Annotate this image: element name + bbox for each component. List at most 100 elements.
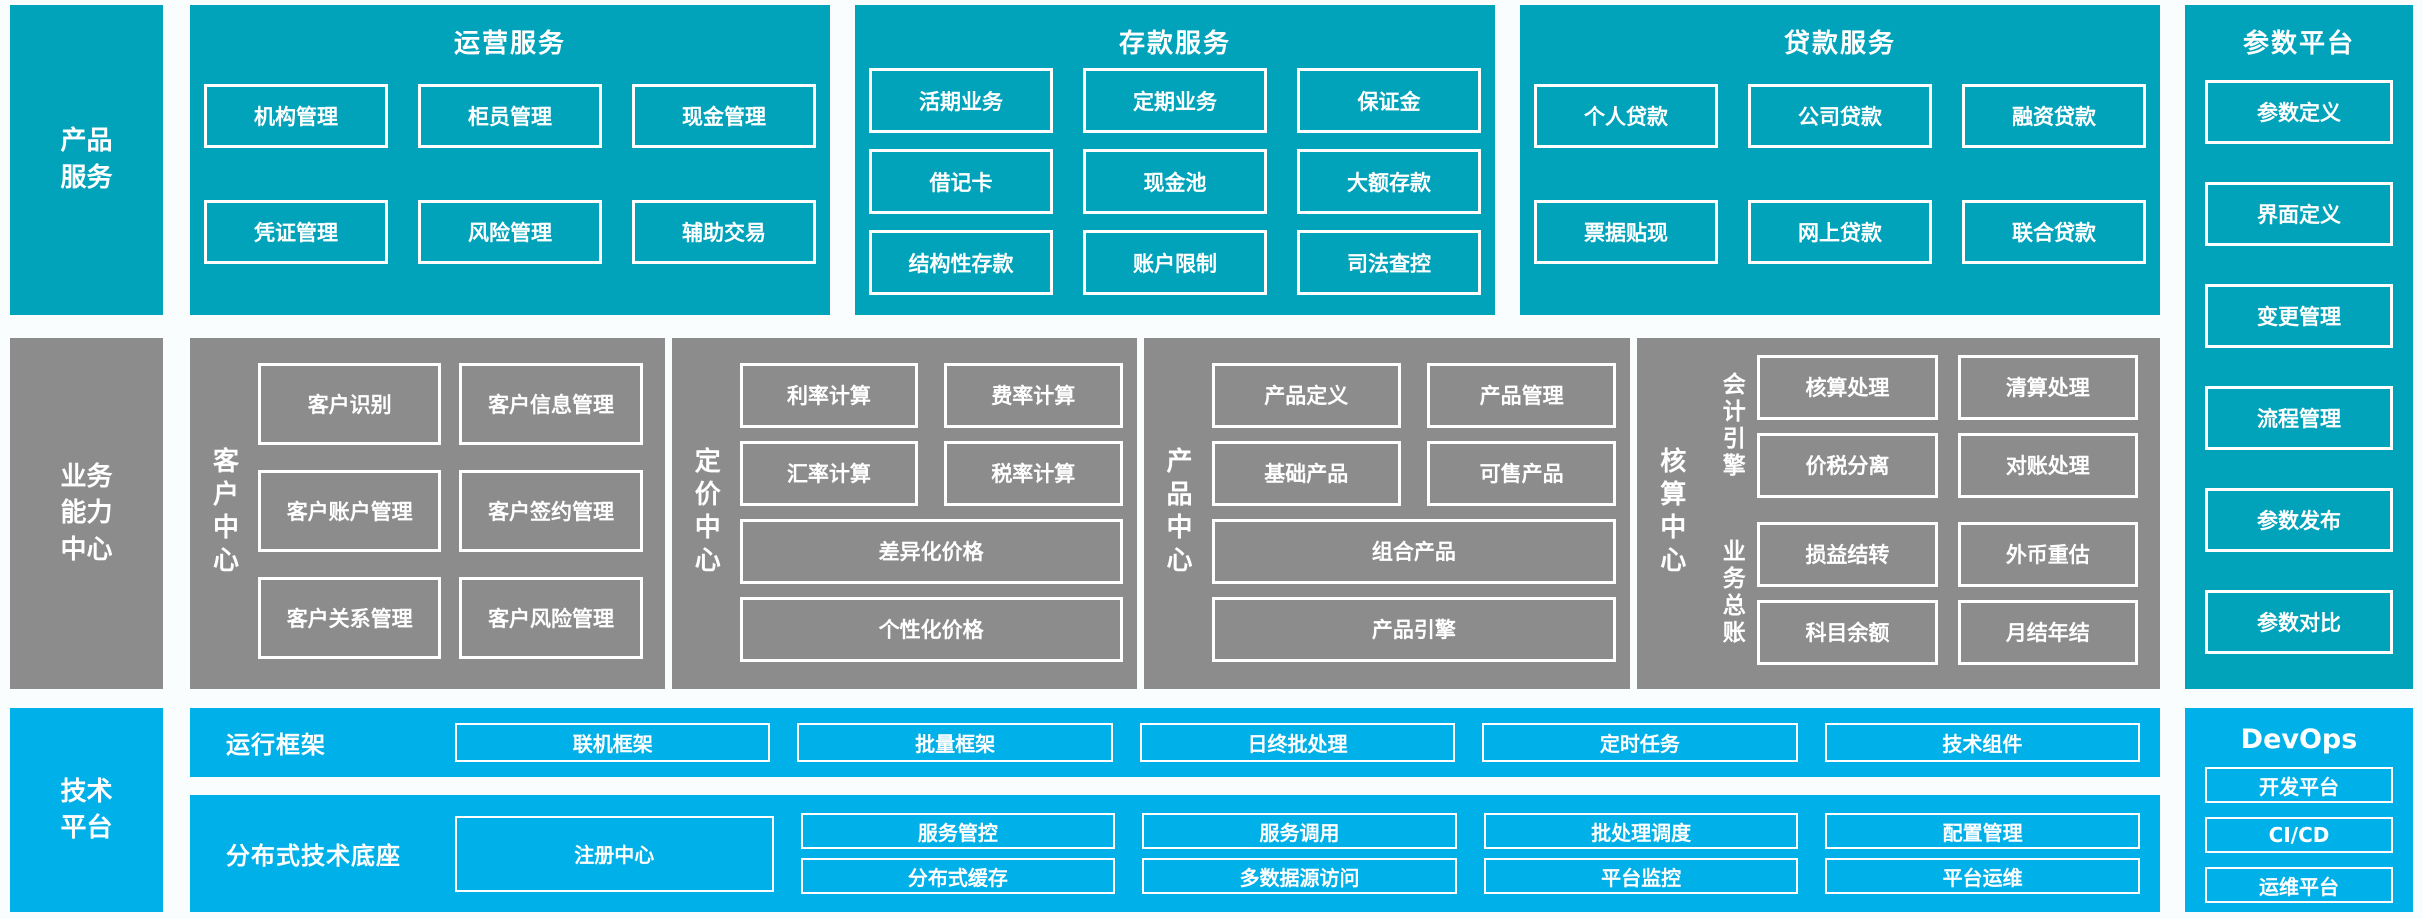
service-box: 定期业务 xyxy=(1083,68,1267,133)
service-box: 风险管理 xyxy=(418,200,602,264)
capability-box: 价税分离 xyxy=(1757,432,1938,498)
service-box: 账户限制 xyxy=(1083,230,1267,295)
business-ledger-grid: 损益结转 外币重估 科目余额 月结年结 xyxy=(1757,521,2138,665)
tech-box: 服务调用 xyxy=(1142,813,1457,849)
customer-center-grid: 客户识别 客户信息管理 客户账户管理 客户签约管理 客户关系管理 客户风险管理 xyxy=(258,338,665,689)
param-box: 参数对比 xyxy=(2205,590,2393,654)
param-box: 界面定义 xyxy=(2205,182,2393,246)
param-box: 流程管理 xyxy=(2205,386,2393,450)
service-box: 结构性存款 xyxy=(869,230,1053,295)
parameter-platform-panel: 参数平台 参数定义 界面定义 变更管理 流程管理 参数发布 参数对比 xyxy=(2185,5,2413,690)
service-box: 个人贷款 xyxy=(1534,84,1718,148)
devops-box: CI/CD xyxy=(2205,817,2393,854)
accounting-engine-grid: 核算处理 清算处理 价税分离 对账处理 xyxy=(1757,354,2138,498)
service-box: 现金池 xyxy=(1083,149,1267,214)
capability-box: 客户信息管理 xyxy=(459,362,643,445)
devops-title: DevOps xyxy=(2240,724,2358,756)
capability-box: 月结年结 xyxy=(1957,599,2138,665)
devops-boxes: 开发平台 CI/CD 运维平台 xyxy=(2205,767,2393,904)
capability-box: 客户账户管理 xyxy=(258,469,442,552)
distributed-base-boxes: 注册中心 服务管控 分布式缓存 服务调用 多数据源访问 批处理调度 平台监控 xyxy=(455,813,2140,894)
service-box: 公司贷款 xyxy=(1748,84,1932,148)
capability-box-wide: 个性化价格 xyxy=(739,596,1123,662)
registry-center-box: 注册中心 xyxy=(455,815,774,892)
tech-box: 联机框架 xyxy=(455,723,771,762)
service-box: 保证金 xyxy=(1297,68,1481,133)
capability-box: 核算处理 xyxy=(1757,354,1938,420)
service-box: 活期业务 xyxy=(869,68,1053,133)
rail-product-services-label: 产品服务 xyxy=(60,126,113,193)
operations-services-panel: 运营服务 机构管理 柜员管理 现金管理 凭证管理 风险管理 辅助交易 xyxy=(190,5,830,315)
operations-services-title: 运营服务 xyxy=(453,29,566,59)
tech-box: 技术组件 xyxy=(1824,723,2141,762)
operations-services-grid: 机构管理 柜员管理 现金管理 凭证管理 风险管理 辅助交易 xyxy=(190,84,830,264)
tech-box: 批处理调度 xyxy=(1483,813,1799,849)
rail-product-services: 产品服务 xyxy=(10,5,163,315)
capability-box-wide: 组合产品 xyxy=(1211,518,1617,584)
capability-box: 产品定义 xyxy=(1211,362,1401,428)
product-center-title: 产品中心 xyxy=(1162,447,1193,580)
deposit-services-panel: 存款服务 活期业务 定期业务 保证金 借记卡 现金池 大额存款 结构性存款 账户… xyxy=(855,5,1495,315)
rail-business-capability-label: 业务能力中心 xyxy=(60,461,113,565)
deposit-services-title: 存款服务 xyxy=(1118,29,1231,59)
customer-center-title: 客户中心 xyxy=(208,447,239,580)
left-rail: 产品服务 业务能力中心 技术平台 xyxy=(10,5,163,912)
loan-services-title: 贷款服务 xyxy=(1783,29,1896,59)
product-center-grid: 产品定义 产品管理 基础产品 可售产品 组合产品 产品引擎 xyxy=(1211,338,1631,689)
service-box: 票据贴现 xyxy=(1534,200,1718,264)
capability-box: 客户识别 xyxy=(258,362,442,445)
tech-box-pair: 服务管控 分布式缓存 xyxy=(800,813,1116,894)
capability-box: 外币重估 xyxy=(1957,521,2138,587)
customer-center-panel: 客户中心 客户识别 客户信息管理 客户账户管理 客户签约管理 客户关系管理 客户… xyxy=(190,337,665,689)
pricing-center-panel: 定价中心 利率计算 费率计算 汇率计算 税率计算 差异化价格 个性化价格 xyxy=(671,337,1137,689)
tech-box-pair: 配置管理 平台运维 xyxy=(1825,813,2140,894)
param-box: 参数发布 xyxy=(2205,488,2393,552)
service-box: 联合贷款 xyxy=(1962,200,2146,264)
runtime-framework-title: 运行框架 xyxy=(226,731,326,759)
accounting-engine-group: 会计引擎 核算处理 清算处理 价税分离 对账处理 xyxy=(1705,354,2138,498)
accounting-center-panel: 核算中心 会计引擎 核算处理 清算处理 价税分离 对账处理 业务总账 xyxy=(1637,337,2160,689)
capability-box: 产品管理 xyxy=(1426,362,1617,428)
deposit-services-grid: 活期业务 定期业务 保证金 借记卡 现金池 大额存款 结构性存款 账户限制 司法… xyxy=(855,68,1495,295)
runtime-framework-bar: 运行框架 联机框架 批量框架 日终批处理 定时任务 技术组件 xyxy=(190,708,2160,777)
capability-box: 客户关系管理 xyxy=(258,576,442,659)
tech-platform-band: 运行框架 联机框架 批量框架 日终批处理 定时任务 技术组件 分布式技术底座 注… xyxy=(190,708,2160,912)
devops-box: 运维平台 xyxy=(2205,867,2393,904)
capability-box: 汇率计算 xyxy=(739,440,919,506)
tech-box-pair: 批处理调度 平台监控 xyxy=(1483,813,1799,894)
capability-box: 客户风险管理 xyxy=(459,576,643,659)
capability-box: 对账处理 xyxy=(1957,432,2138,498)
capability-box: 损益结转 xyxy=(1757,521,1938,587)
tech-box-pair: 服务调用 多数据源访问 xyxy=(1142,813,1457,894)
parameter-platform-title: 参数平台 xyxy=(2242,29,2355,59)
param-box: 参数定义 xyxy=(2205,80,2393,144)
capability-box: 费率计算 xyxy=(944,362,1123,428)
loan-services-grid: 个人贷款 公司贷款 融资贷款 票据贴现 网上贷款 联合贷款 xyxy=(1520,84,2160,264)
service-box: 大额存款 xyxy=(1297,149,1481,214)
tech-box: 多数据源访问 xyxy=(1142,858,1457,894)
capability-box: 可售产品 xyxy=(1426,440,1617,506)
capability-box-wide: 差异化价格 xyxy=(739,518,1123,584)
service-box: 司法查控 xyxy=(1297,230,1481,295)
business-ledger-group: 业务总账 损益结转 外币重估 科目余额 月结年结 xyxy=(1705,521,2138,665)
product-center-panel: 产品中心 产品定义 产品管理 基础产品 可售产品 组合产品 产品引擎 xyxy=(1143,337,1631,689)
service-box: 凭证管理 xyxy=(204,200,388,264)
rail-tech-platform-label: 技术平台 xyxy=(60,776,113,844)
tech-box: 配置管理 xyxy=(1825,813,2140,849)
service-box: 柜员管理 xyxy=(418,84,602,148)
tech-box: 日终批处理 xyxy=(1139,723,1456,762)
parameter-platform-boxes: 参数定义 界面定义 变更管理 流程管理 参数发布 参数对比 xyxy=(2205,80,2393,654)
capability-box: 利率计算 xyxy=(739,362,919,428)
capability-box: 清算处理 xyxy=(1957,354,2138,420)
service-box: 现金管理 xyxy=(632,84,816,148)
capability-box: 科目余额 xyxy=(1757,599,1938,665)
pricing-center-title: 定价中心 xyxy=(690,447,721,580)
main-area: 运营服务 机构管理 柜员管理 现金管理 凭证管理 风险管理 辅助交易 存款服务 … xyxy=(190,5,2160,912)
service-box: 辅助交易 xyxy=(632,200,816,264)
pricing-center-grid: 利率计算 费率计算 汇率计算 税率计算 差异化价格 个性化价格 xyxy=(739,338,1137,689)
distributed-base-bar: 分布式技术底座 注册中心 服务管控 分布式缓存 服务调用 多数据源访问 批处理调… xyxy=(190,795,2160,912)
accounting-center-body: 会计引擎 核算处理 清算处理 价税分离 对账处理 业务总账 损益结转 外币重估 xyxy=(1705,338,2160,689)
capability-box-wide: 产品引擎 xyxy=(1211,596,1617,662)
product-services-band: 运营服务 机构管理 柜员管理 现金管理 凭证管理 风险管理 辅助交易 存款服务 … xyxy=(190,5,2160,315)
